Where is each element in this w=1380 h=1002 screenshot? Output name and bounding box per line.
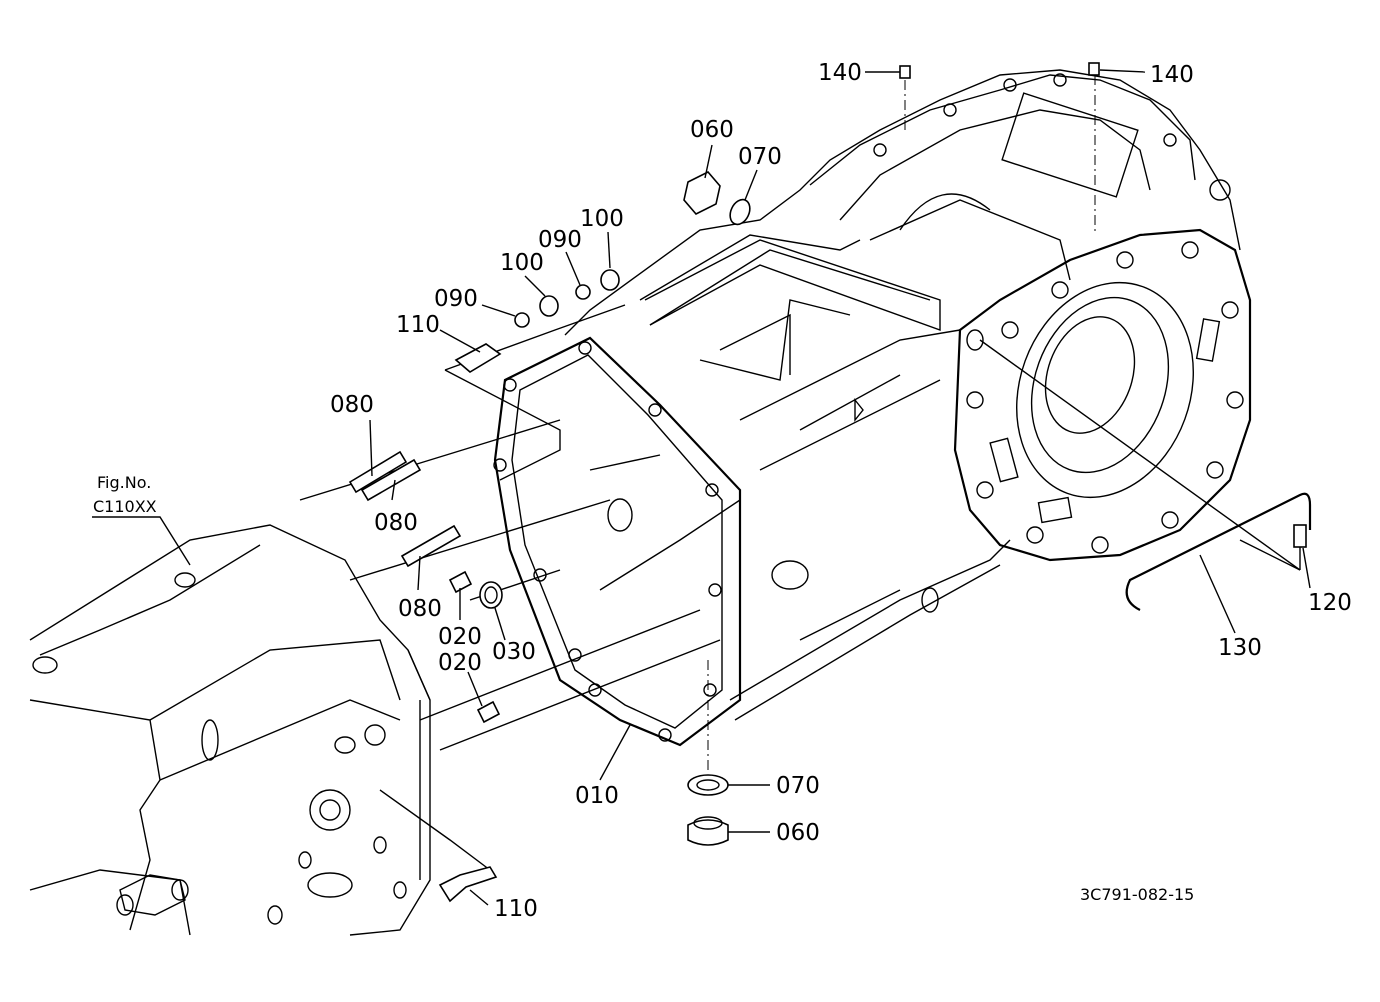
callout-080-b: 080 <box>374 510 418 536</box>
assembly-lines <box>299 75 1301 871</box>
figure-reference-line2: C110XX <box>93 497 157 516</box>
callout-020-a: 020 <box>438 624 482 650</box>
callout-140-right: 140 <box>1150 62 1194 88</box>
callout-020-b: 020 <box>438 650 482 676</box>
front-housing-drawing <box>29 524 431 936</box>
callout-120: 120 <box>1308 590 1352 616</box>
callout-010: 010 <box>575 783 619 809</box>
transmission-case-drawing <box>493 69 1241 747</box>
leader-lines <box>92 69 1311 906</box>
callout-060-top: 060 <box>690 117 734 143</box>
drawing-code: 3C791-082-15 <box>1080 885 1194 904</box>
callout-090-left: 090 <box>434 286 478 312</box>
callout-030: 030 <box>492 639 536 665</box>
callout-110-top: 110 <box>396 312 440 338</box>
callout-090-right: 090 <box>538 227 582 253</box>
callout-130: 130 <box>1218 635 1262 661</box>
callout-080-c: 080 <box>398 596 442 622</box>
loose-parts <box>348 62 1312 903</box>
callout-070-top: 070 <box>738 144 782 170</box>
callout-110-bottom: 110 <box>494 896 538 922</box>
rear-housing-drawing <box>809 73 1252 562</box>
callout-070-bottom: 070 <box>776 773 820 799</box>
callout-140-left: 140 <box>818 60 862 86</box>
callout-080-a: 080 <box>330 392 374 418</box>
callout-100-right: 100 <box>580 206 624 232</box>
callout-060-bottom: 060 <box>776 820 820 846</box>
callout-labels: 140 140 060 070 100 090 100 090 110 080 … <box>93 60 1352 922</box>
figure-reference-line1: Fig.No. <box>97 473 151 492</box>
callout-100-left: 100 <box>500 250 544 276</box>
